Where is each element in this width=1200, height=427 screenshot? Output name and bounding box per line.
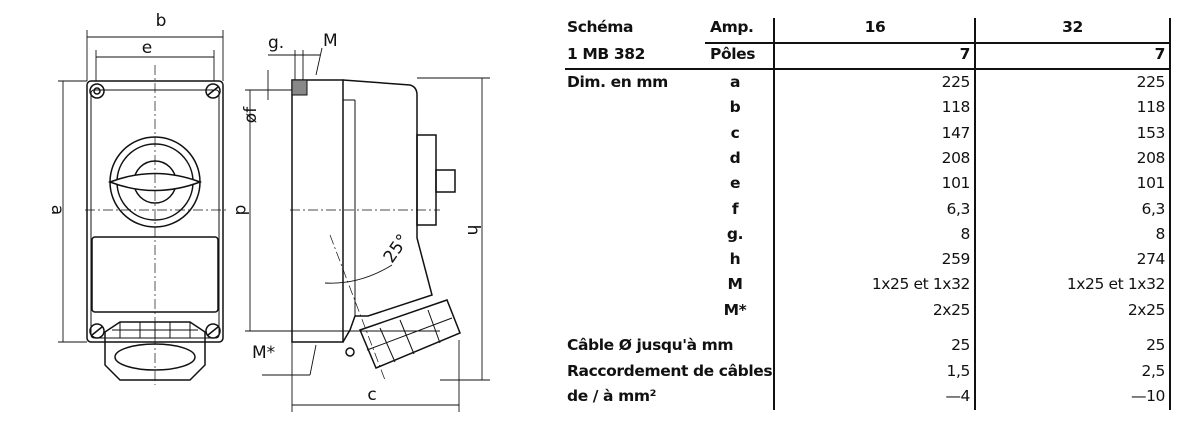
row-key: b <box>729 98 741 117</box>
row-key: M <box>727 275 743 294</box>
front-screw-bottom-right <box>205 323 221 339</box>
amp-16: 16 <box>864 18 886 36</box>
value-32: 208 <box>1136 148 1166 167</box>
value-16: 225 <box>941 73 971 91</box>
row-key: M* <box>723 300 747 319</box>
row-key: c <box>730 123 740 142</box>
col-divider-1 <box>773 18 775 410</box>
col-divider-2 <box>974 18 976 410</box>
technical-drawing: b e a d h g. M øf M* c 25° <box>47 11 490 412</box>
schema-value: 1 MB 382 <box>567 45 645 63</box>
row-label: Câble Ø jusqu'à mm <box>567 336 734 354</box>
side-view-base <box>291 79 344 343</box>
dim-label-b: b <box>156 11 167 31</box>
dim-label-a: a <box>47 205 67 215</box>
poles-32: 7 <box>1154 45 1166 63</box>
amp-32: 32 <box>1062 18 1083 36</box>
front-screw-top-left <box>89 83 105 99</box>
value-16: 6,3 <box>946 199 971 218</box>
schema-label: Schéma <box>567 18 634 36</box>
value-32: 225 <box>1136 73 1166 91</box>
value-32: 118 <box>1136 98 1166 117</box>
row-label: Raccordement de câbles <box>567 361 773 380</box>
rule-amp <box>705 42 1171 44</box>
dim-label-f: øf <box>241 106 261 123</box>
row-key: a <box>729 73 741 91</box>
row-label: de / à mm² <box>567 387 657 405</box>
value-16: 147 <box>941 123 971 142</box>
col-divider-3 <box>1169 18 1171 410</box>
side-view-socket <box>358 299 461 369</box>
value-32: 2,5 <box>1141 361 1166 380</box>
row-key: g. <box>726 224 744 243</box>
row-key: h <box>729 250 741 269</box>
value-16: 259 <box>941 250 971 269</box>
rule-header <box>565 68 1171 70</box>
row-key: d <box>729 148 741 167</box>
row-key: e <box>729 174 741 193</box>
dim-label-e: e <box>142 38 152 58</box>
value-32: —10 <box>1130 387 1165 405</box>
value-16: —4 <box>945 387 970 405</box>
value-16: 8 <box>960 224 971 243</box>
dim-label-g: g. <box>268 33 284 53</box>
value-16: 208 <box>941 148 971 167</box>
value-32: 101 <box>1136 174 1166 193</box>
dim-label-h: h <box>463 225 483 236</box>
value-16: 1x25 et 1x32 <box>871 275 971 294</box>
front-screw-top-right <box>205 83 221 99</box>
value-16: 25 <box>951 336 970 354</box>
front-screw-bottom-left <box>89 323 105 339</box>
amp-label: Amp. <box>710 18 754 36</box>
value-16: 1,5 <box>946 361 971 380</box>
value-32: 6,3 <box>1141 199 1166 218</box>
value-32: 274 <box>1136 250 1166 269</box>
dim-label-d: d <box>231 205 251 216</box>
side-view-body <box>342 79 433 343</box>
dim-label: Dim. en mm <box>567 73 668 91</box>
row-key: f <box>731 199 739 218</box>
socket-cap <box>104 321 206 381</box>
value-32: 25 <box>1146 336 1165 354</box>
dim-label-M: M <box>323 31 338 51</box>
dim-label-Mstar: M* <box>252 343 275 363</box>
value-16: 101 <box>941 174 971 193</box>
side-view-shaft <box>435 169 456 193</box>
poles-label: Pôles <box>710 45 756 63</box>
value-32: 153 <box>1136 123 1166 142</box>
value-32: 8 <box>1155 224 1166 243</box>
value-32: 2x25 <box>1127 300 1166 319</box>
value-16: 2x25 <box>932 300 971 319</box>
dim-label-c: c <box>367 385 376 405</box>
value-32: 1x25 et 1x32 <box>1066 275 1166 294</box>
value-16: 118 <box>941 98 971 117</box>
poles-16: 7 <box>959 45 971 63</box>
